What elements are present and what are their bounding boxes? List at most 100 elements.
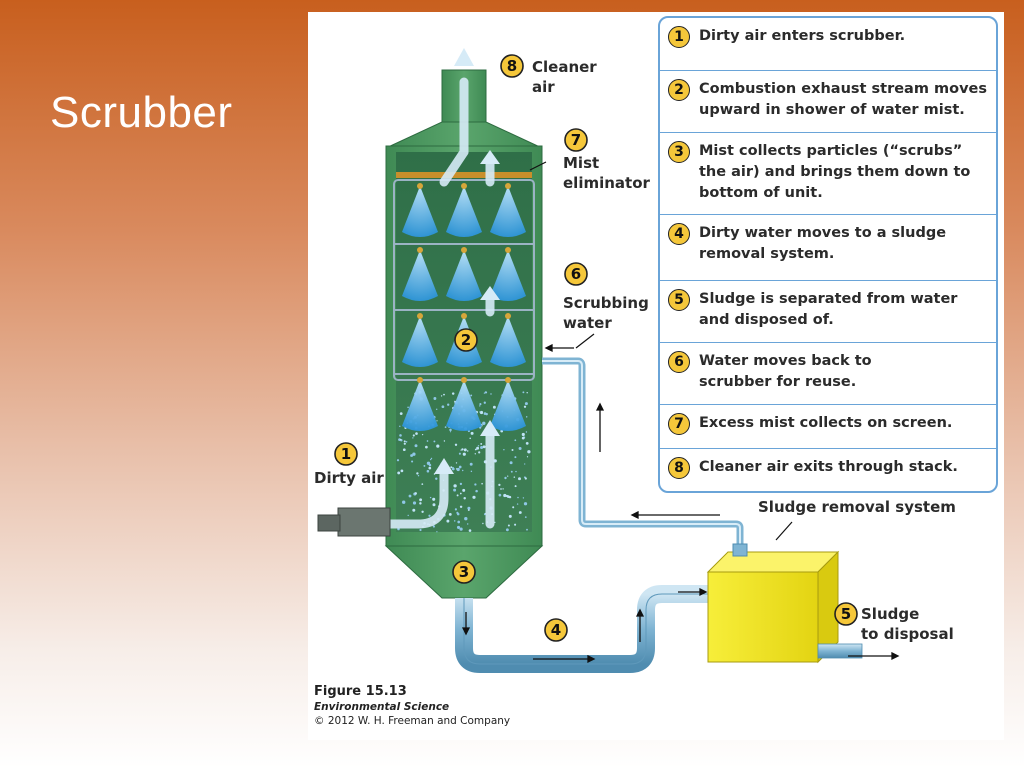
mist-particle [447, 403, 450, 406]
sludge-disposal-pipe [817, 643, 863, 659]
mist-particle [467, 523, 469, 525]
mist-particle [450, 466, 453, 469]
legend-item: 8 Cleaner air exits through stack. [660, 448, 996, 491]
mist-particle [516, 503, 519, 505]
mist-particle [426, 469, 430, 473]
spray-nozzle [417, 183, 423, 189]
mist-particle [479, 410, 484, 415]
mist-particle [454, 400, 456, 403]
legend-number: 6 [668, 351, 690, 373]
mist-particle [525, 431, 528, 433]
mist-particle [526, 391, 528, 394]
mist-particle [475, 489, 478, 493]
mist-particle [448, 513, 452, 516]
spray-nozzle [417, 377, 423, 383]
mist-particle [476, 446, 480, 450]
badge-3: 3 [452, 560, 476, 584]
mist-particle [430, 458, 432, 461]
mist-particle [421, 483, 424, 485]
mist-particle [518, 511, 522, 514]
mist-particle [514, 456, 517, 459]
mist-particle [402, 500, 406, 504]
air-flow-arrowheads [434, 48, 500, 474]
mist-particle [527, 450, 531, 454]
mist-particle [523, 502, 528, 506]
legend-text: Excess mist collects on screen. [699, 415, 953, 431]
mist-particle [403, 442, 406, 445]
mist-particle [469, 437, 471, 440]
mist-particle [524, 516, 527, 518]
spray-nozzle [505, 183, 511, 189]
mist-particle [412, 501, 417, 505]
mist-particle [503, 493, 507, 498]
mist-particle [446, 519, 450, 523]
legend-number: 1 [668, 26, 690, 48]
mist-particle [518, 477, 521, 481]
mist-particle [526, 456, 529, 458]
mist-particle [507, 524, 510, 527]
mist-particle [470, 394, 473, 397]
mist-particle [432, 503, 436, 507]
spray-nozzles [402, 183, 526, 431]
mist-particle [498, 483, 501, 487]
mist-particle [515, 470, 517, 473]
mist-particle [492, 405, 496, 409]
mist-particle [436, 420, 438, 422]
mist-particle [463, 496, 466, 500]
badge-6: 6 [564, 262, 588, 286]
mist-particle [490, 393, 492, 395]
figure-number: Figure 15.13 [314, 684, 407, 699]
mist-particle [480, 442, 483, 445]
mist-particle [400, 469, 404, 473]
spray-cone [446, 250, 482, 301]
mist-particle [399, 434, 402, 437]
legend-text: Cleaner air exits through stack. [699, 459, 958, 475]
legend-item: 2 Combustion exhaust stream moves upward… [660, 70, 996, 132]
mist-particle [455, 462, 458, 464]
mist-particle [441, 405, 445, 409]
mist-particle [522, 391, 525, 394]
mist-particle [479, 405, 481, 407]
dirty-water-pipe [455, 585, 710, 673]
badge-5: 5 [834, 602, 858, 626]
mist-eliminator-screen [396, 172, 532, 178]
mist-particle [479, 411, 481, 413]
mist-particle [428, 466, 432, 470]
legend-text: Dirty water moves to a sludge removal sy… [699, 225, 947, 262]
legend-text: Dirty air enters scrubber. [699, 28, 906, 44]
spray-cone [490, 250, 526, 301]
mist-particle [449, 428, 452, 432]
mist-particle [454, 443, 458, 446]
dirty-water-pipe-outline [463, 593, 710, 665]
mist-particle [459, 492, 462, 495]
mist-particle [525, 442, 529, 445]
mist-particle [416, 472, 419, 475]
mist-particle [455, 468, 458, 470]
mist-particle [521, 436, 525, 440]
mist-particle [526, 528, 528, 531]
mist-particle [432, 497, 436, 501]
mist-particle [436, 531, 438, 533]
mist-particle [518, 446, 522, 451]
legend-text: Mist collects particles (“scrubs” the ai… [699, 143, 971, 201]
spray-cone [446, 186, 482, 237]
mist-particle [398, 438, 401, 441]
mist-particle [403, 440, 406, 443]
mist-particle [524, 402, 528, 406]
mist-particle [484, 391, 487, 394]
badge-4: 4 [544, 618, 568, 642]
mist-particle [456, 525, 461, 529]
mist-particle [478, 451, 481, 454]
legend-text: Combustion exhaust stream moves upward i… [699, 81, 987, 118]
mist-particle [470, 431, 474, 435]
mist-particle [522, 497, 525, 499]
mist-particle [521, 432, 525, 437]
legend-item: 3 Mist collects particles (“scrubs” the … [660, 132, 996, 214]
mist-particle [482, 421, 486, 425]
svg-text:8: 8 [507, 57, 517, 75]
mist-particle [483, 412, 487, 415]
mist-particle [461, 448, 464, 451]
